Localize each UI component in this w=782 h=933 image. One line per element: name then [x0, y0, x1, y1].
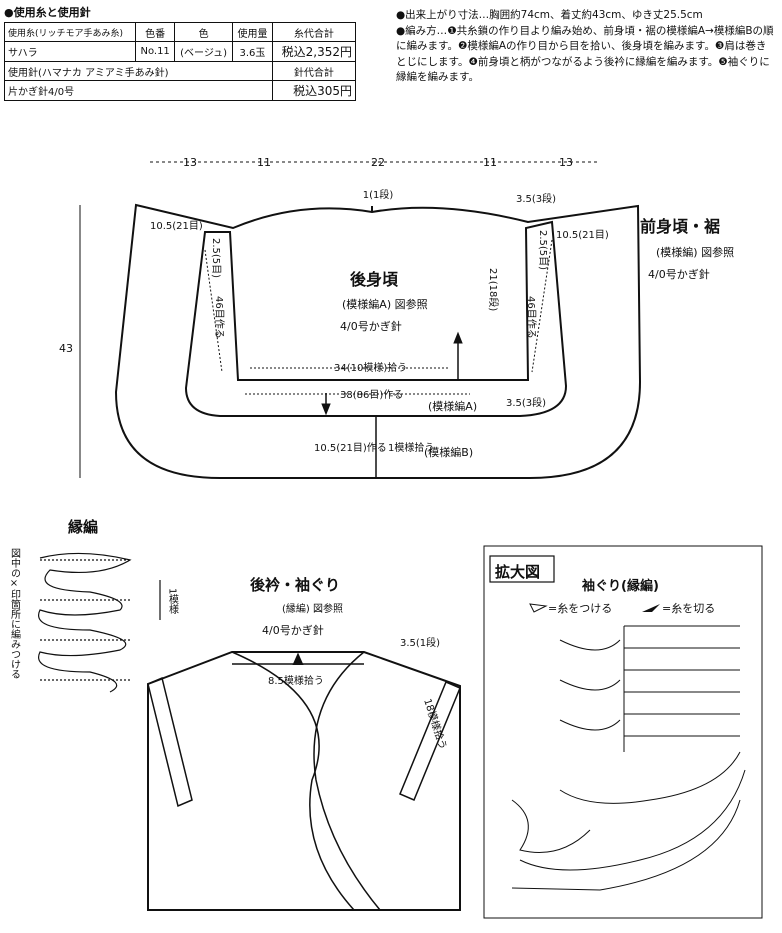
- body-guides: [79, 161, 600, 478]
- edge-right: 2.5(5目): [537, 230, 548, 270]
- center-rows: 1(1段): [363, 188, 394, 201]
- back-body-outline: [184, 220, 568, 417]
- shoulder-right: 3.5(3段): [516, 192, 556, 205]
- edging-side-note: 図中の×印箇所に編みつける: [9, 548, 21, 679]
- materials-table: 使用糸(リッチモア手あみ糸) 色番 色 使用量 糸代合計 サハラ No.11 (…: [3, 22, 357, 101]
- hem-mid-count: 1模様拾う: [388, 441, 434, 454]
- dim-top-3: 22: [371, 156, 385, 169]
- back-width: 34(10模様)拾う: [334, 361, 407, 374]
- bottom-rows: 3.5(3段): [506, 396, 546, 409]
- collar-outline: [147, 651, 461, 911]
- edging-stitches: [38, 552, 161, 693]
- needle-price: 税込305円: [271, 80, 357, 101]
- enlarged-stitch-chart: [511, 625, 746, 891]
- back-pattern: (模様編A) 図参照: [342, 297, 428, 311]
- collar-pattern: (縁編) 図参照: [282, 602, 343, 615]
- back-title: 後身頃: [350, 270, 399, 289]
- edge-left: 2.5(5目): [210, 238, 221, 278]
- enlarged-subtitle: 袖ぐり(縁編): [582, 578, 659, 594]
- dim-height: 43: [59, 342, 73, 355]
- hem-left-count: 10.5(21目)作る: [314, 442, 387, 454]
- table-row: サハラ No.11 (ベージュ) 3.6玉 税込2,352円: [3, 41, 357, 62]
- legend-cut-icon: [642, 604, 660, 612]
- right-armhole-curve: [313, 651, 381, 911]
- edging-repeat: 1模様: [167, 588, 179, 614]
- materials-title: ●使用糸と使用針: [4, 6, 91, 19]
- dim-top-2: 11: [257, 156, 271, 169]
- dim-top-1: 13: [183, 156, 197, 169]
- legend-cut: =糸を切る: [662, 602, 715, 615]
- materials-section: ●使用糸と使用針 使用糸(リッチモア手あみ糸) 色番 色 使用量 糸代合計 サハ…: [3, 4, 357, 101]
- front-left-width: 10.5(21目): [150, 221, 203, 232]
- side-left-count: 46目作る: [213, 296, 225, 339]
- legend-attach: =糸をつける: [548, 602, 612, 615]
- left-armhole-curve: [231, 651, 355, 911]
- collar-hook: 4/0号かぎ針: [262, 623, 324, 637]
- pattern-b-label: (模様編B): [424, 445, 473, 459]
- edging-title: 縁編: [68, 518, 98, 536]
- table-row: 使用針(ハマナカ アミアミ手あみ針) 針代合計: [4, 61, 357, 81]
- dim-top-4: 11: [483, 156, 497, 169]
- collar-pickup: 8.5模様拾う: [268, 674, 324, 687]
- body-schematic: [114, 203, 642, 479]
- side-right-count: 46目作る: [525, 296, 537, 339]
- front-right-width: 10.5(21目): [556, 230, 609, 241]
- front-hook: 4/0号かぎ針: [648, 267, 710, 281]
- side-height: 21(18段): [487, 268, 500, 311]
- legend-attach-icon: [529, 603, 548, 613]
- front-title: 前身頃・裾: [640, 217, 720, 236]
- finished-size: ●出来上がり寸法…胸囲約74cm、着丈約43cm、ゆき丈25.5cm: [396, 9, 703, 21]
- knitting-steps: ●編み方…❶共糸鎖の作り目より編み始め、前身頃・裾の模様編A→模様編Bの順に編み…: [396, 24, 774, 84]
- enlarged-frame: [483, 545, 763, 919]
- pattern-a-label: (模様編A): [428, 399, 477, 413]
- collar-schematic: [147, 651, 461, 911]
- front-pattern: (模様編) 図参照: [656, 245, 734, 259]
- collar-title: 後衿・袖ぐり: [249, 576, 340, 594]
- collar-rows: 3.5(1段): [400, 636, 440, 649]
- enlarged-title: 拡大図: [495, 563, 540, 581]
- table-row: 片かぎ針4/0号 税込305円: [4, 80, 357, 101]
- back-hook: 4/0号かぎ針: [340, 319, 402, 333]
- dim-top-5: 13: [559, 156, 573, 169]
- garment-outline: [114, 203, 642, 479]
- chain-count: 38(86目)作る: [340, 389, 403, 401]
- instructions: ●出来上がり寸法…胸囲約74cm、着丈約43cm、ゆき丈25.5cm ●編み方……: [396, 8, 776, 86]
- header-color-no: 色番: [135, 22, 176, 42]
